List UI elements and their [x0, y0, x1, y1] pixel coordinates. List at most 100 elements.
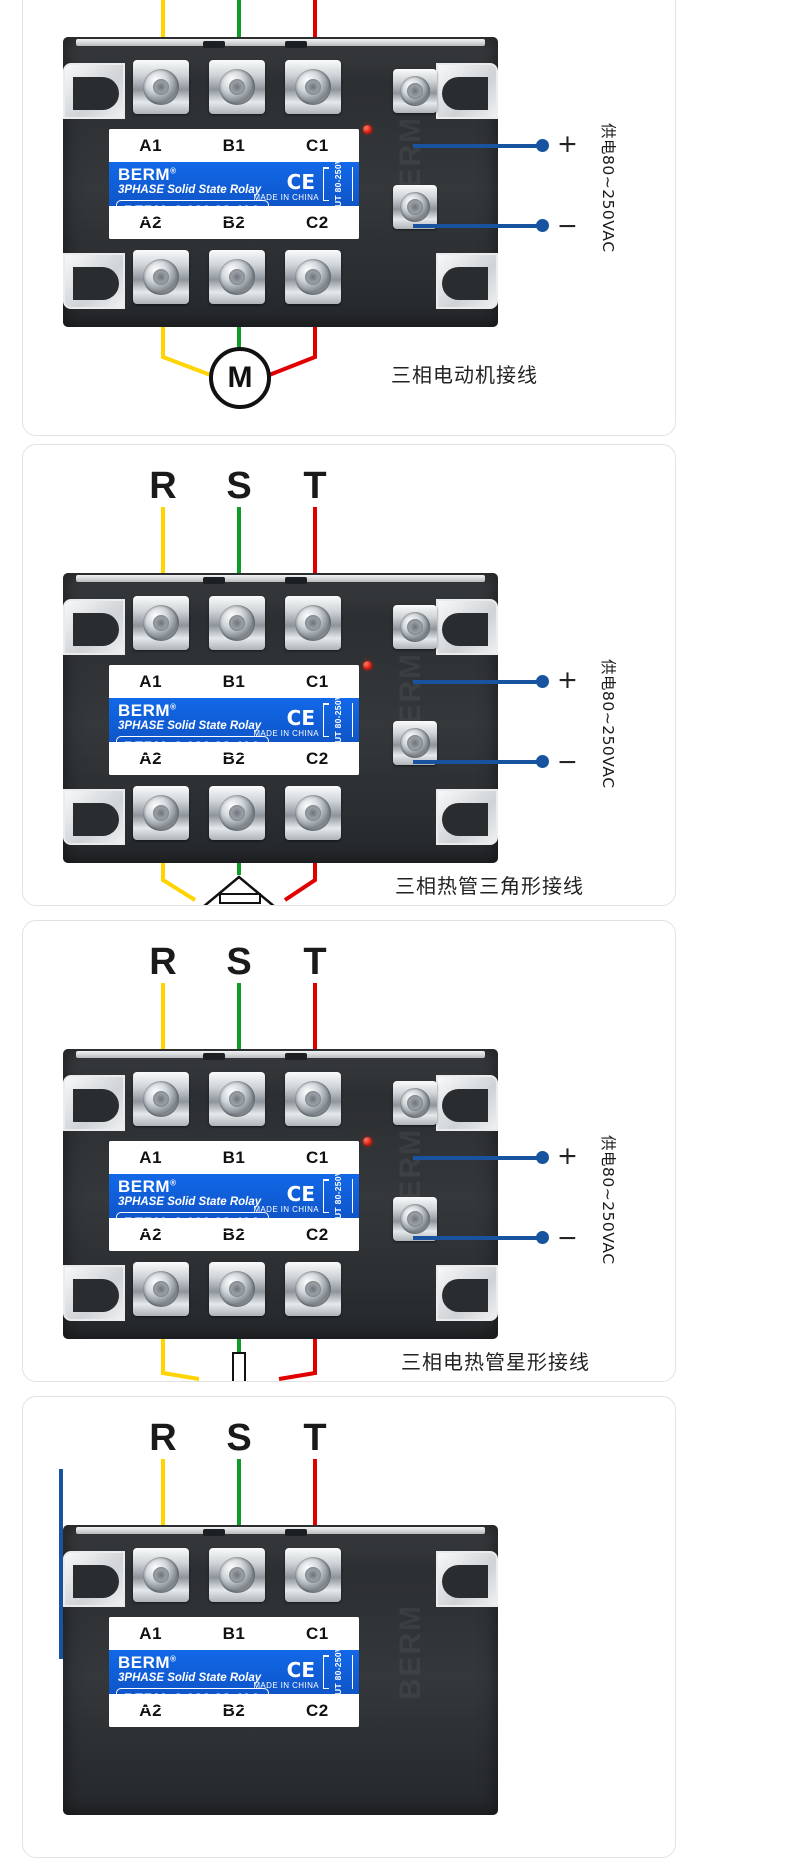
terminal-b1 [209, 1548, 265, 1602]
sticker-brand-band: BERM® 3PHASE Solid State Rolay BERM−3 03… [109, 146, 359, 222]
sticker-a1: A1 [139, 1623, 163, 1643]
supply-sign-minus: − [557, 747, 578, 776]
made-in-text: MADE IN CHINA [253, 1205, 319, 1214]
phase-label-t: T [303, 1417, 327, 1459]
supply-sign-plus: + [557, 665, 578, 694]
mount-ear-top-right [436, 1075, 498, 1131]
terminal-a2 [133, 786, 189, 840]
sticker-bottom-terminals: A2 B2 C2 [109, 1218, 359, 1251]
supply-lead-minus [413, 1236, 543, 1240]
wire-t-top [313, 1459, 317, 1577]
sticker-a2: A2 [139, 212, 163, 232]
wire-r-top [161, 507, 165, 625]
output-wiring-delta [161, 863, 317, 905]
brand-subtitle: 3PHASE Solid State Rolay [118, 720, 262, 732]
sticker-bottom-terminals: A2 B2 C2 [109, 742, 359, 775]
sticker-a1: A1 [139, 671, 163, 691]
terminal-c1 [285, 596, 341, 650]
relay-label-sticker: A1 B1 C1 BERM® 3PHASE Solid State Rolay … [109, 129, 359, 239]
mount-ear-top-right [436, 63, 498, 119]
sticker-b1: B1 [222, 671, 246, 691]
supply-dot-minus [536, 755, 549, 768]
terminal-c1 [285, 1548, 341, 1602]
phase-label-r: R [149, 941, 177, 983]
model-number: BERM−3 032 38 40A [116, 736, 269, 756]
supply-dot-plus [536, 1151, 549, 1164]
status-led-icon [363, 661, 372, 670]
sticker-brand-band: BERM® 3PHASE Solid State Rolay BERM−3 03… [109, 1158, 359, 1234]
terminal-a1 [133, 1548, 189, 1602]
model-number: BERM−3 032 38 40A [116, 200, 269, 220]
relay-top-strip [76, 1051, 485, 1060]
wire-s-top [237, 983, 241, 1101]
terminal-b1 [209, 1072, 265, 1126]
diagram-stage-1: R S T BERM A1 [23, 0, 675, 435]
supply-sign-minus: − [557, 211, 578, 240]
panel-delta-heater: R S T BERM A1 B1 C [22, 444, 676, 906]
ce-mark-icon: CE [286, 706, 315, 730]
supply-sign-minus: − [557, 1223, 578, 1252]
supply-dot-minus [536, 219, 549, 232]
terminal-c2 [285, 250, 341, 304]
phase-label-s: S [226, 1417, 252, 1459]
terminal-input-plus [393, 605, 437, 649]
mount-ear-top-right [436, 1551, 498, 1607]
sticker-b2: B2 [222, 748, 246, 768]
supply-dot-minus [536, 1231, 549, 1244]
relay-label-sticker: A1 B1 C1 BERM® 3PHASE Solid State Rolay … [109, 1617, 359, 1727]
mount-ear-top-left [63, 599, 125, 655]
input-spec-box: INPUT 80-250VAC [323, 1634, 353, 1710]
relay-top-strip [76, 1527, 485, 1536]
sticker-bottom-terminals: A2 B2 C2 [109, 206, 359, 239]
mount-ear-bottom-left [63, 253, 125, 309]
input-spec-box: INPUT 80-250VAC [323, 1158, 353, 1234]
heater-element-1 [219, 893, 261, 904]
ce-mark-icon: CE [286, 1658, 315, 1682]
terminal-b2 [209, 1262, 265, 1316]
sticker-top-terminals: A1 B1 C1 [109, 665, 359, 698]
terminal-c2 [285, 786, 341, 840]
input-range: 80-250VAC [333, 1633, 343, 1681]
terminal-b1 [209, 596, 265, 650]
sticker-a1: A1 [139, 1147, 163, 1167]
sticker-c1: C1 [305, 671, 329, 691]
sticker-a1: A1 [139, 135, 163, 155]
mount-ear-bottom-right [436, 253, 498, 309]
terminal-c2 [285, 1262, 341, 1316]
sticker-b2: B2 [222, 1224, 246, 1244]
diagram-stage-4: R S T BERM A1 B1 C1 BERM® 3PHASE Sol [23, 1397, 675, 1857]
motor-symbol: M [209, 347, 271, 409]
sticker-a2: A2 [139, 1700, 163, 1720]
terminal-a1 [133, 596, 189, 650]
wire-t-top [313, 507, 317, 625]
brand-logo: BERM® [118, 1177, 177, 1196]
supply-sign-plus: + [557, 129, 578, 158]
panel-caption-2: 三相热管三角形接线 [395, 874, 584, 898]
panel-caption-3: 三相电热管星形接线 [401, 1350, 590, 1374]
made-in-text: MADE IN CHINA [253, 1681, 319, 1690]
ghost-brand-text: BERM [394, 1603, 428, 1701]
supply-lead-minus [413, 224, 543, 228]
left-blue-guide-bar [59, 1469, 63, 1659]
terminal-input-minus [393, 185, 437, 229]
output-wiring-star [161, 1339, 317, 1381]
relay-body: BERM A1 B1 C1 BERM® 3PHASE Solid State R… [63, 1049, 498, 1339]
phase-label-r: R [149, 1417, 177, 1459]
brand-logo: BERM® [118, 701, 177, 720]
mount-ear-top-left [63, 1075, 125, 1131]
panel-partial-bottom: R S T BERM A1 B1 C1 BERM® 3PHASE Sol [22, 1396, 676, 1858]
status-led-icon [363, 125, 372, 134]
relay-label-sticker: A1 B1 C1 BERM® 3PHASE Solid State Rolay … [109, 1141, 359, 1251]
terminal-b2 [209, 786, 265, 840]
phase-label-t: T [303, 941, 327, 983]
relay-body: BERM A1 B1 C1 BERM® 3PHASE Solid State R… [63, 573, 498, 863]
terminal-b2 [209, 250, 265, 304]
sticker-c2: C2 [305, 1700, 329, 1720]
phase-label-s: S [226, 941, 252, 983]
input-spec-box: INPUT 80-250VAC [323, 146, 353, 222]
wire-r-top [161, 983, 165, 1101]
model-number: BERM−3 032 38 40A [116, 1212, 269, 1232]
sticker-brand-band: BERM® 3PHASE Solid State Rolay BERM−3 03… [109, 1634, 359, 1710]
terminal-a2 [133, 250, 189, 304]
panel-caption-1: 三相电动机接线 [391, 363, 538, 387]
